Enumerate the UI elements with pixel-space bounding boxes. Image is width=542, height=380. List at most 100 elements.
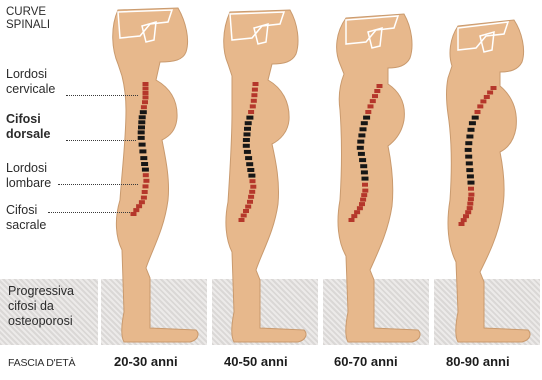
- vertebra: [239, 218, 245, 222]
- vertebra: [139, 149, 146, 153]
- vertebra: [141, 162, 148, 166]
- vertebra: [463, 214, 469, 218]
- vertebra: [362, 177, 369, 181]
- vertebra: [245, 156, 252, 160]
- vertebra: [248, 174, 255, 178]
- vertebra: [461, 218, 467, 222]
- footnote-text: Progressiva cifosi da osteoporosi: [8, 284, 104, 329]
- vertebra: [362, 189, 368, 193]
- diagram-header: CURVE SPINALI: [6, 6, 50, 32]
- vertebra: [357, 146, 364, 150]
- vertebra: [477, 104, 483, 108]
- label-line: cervicale: [6, 82, 55, 97]
- label-lordosi-cervicale: Lordosi cervicale: [6, 67, 55, 97]
- figure-40-50: [224, 10, 306, 342]
- vertebra: [491, 86, 497, 90]
- vertebra: [143, 91, 149, 95]
- vertebra: [466, 168, 473, 172]
- vertebra: [250, 185, 256, 189]
- vertebra: [243, 144, 250, 148]
- vertebra: [250, 104, 256, 108]
- vertebra: [465, 210, 471, 214]
- header-line-2: SPINALI: [6, 19, 50, 32]
- header-line-1: CURVE: [6, 6, 50, 19]
- vertebra: [250, 179, 256, 183]
- vertebra: [370, 99, 376, 103]
- vertebra: [143, 87, 149, 91]
- vertebra: [349, 218, 355, 222]
- vertebra: [357, 140, 364, 144]
- vertebra: [245, 121, 252, 125]
- vertebra: [480, 99, 486, 103]
- vertebra: [244, 150, 251, 154]
- vertebra: [142, 168, 149, 172]
- vertebra: [253, 82, 259, 86]
- label-line: Lordosi: [6, 161, 51, 176]
- label-cifosi-dorsale: Cifosi dorsale: [6, 112, 50, 142]
- vertebra: [143, 82, 149, 86]
- label-line: Cifosi: [6, 203, 46, 218]
- vertebra: [139, 115, 146, 119]
- vertebra: [465, 155, 472, 159]
- leader-line-cervicale: [66, 95, 138, 96]
- footnote-line: cifosi da: [8, 299, 104, 314]
- vertebra: [246, 116, 253, 120]
- vertebra: [468, 193, 474, 197]
- vertebra: [358, 152, 365, 156]
- vertebra: [133, 208, 139, 212]
- figure-80-90: [447, 20, 531, 342]
- vertebra: [465, 141, 472, 145]
- vertebra: [243, 138, 250, 142]
- body-silhouette: [337, 14, 420, 342]
- vertebra: [467, 174, 474, 178]
- vertebra: [247, 200, 253, 204]
- label-line: lombare: [6, 176, 51, 191]
- vertebra: [374, 89, 380, 93]
- label-line: Lordosi: [6, 67, 55, 82]
- vertebra: [459, 222, 465, 226]
- age-group-label: 20-30 anni: [114, 354, 178, 369]
- label-line: sacrale: [6, 218, 46, 233]
- footnote-line: Progressiva: [8, 284, 104, 299]
- vertebra: [465, 148, 472, 152]
- vertebra: [468, 181, 475, 185]
- vertebra: [138, 130, 145, 134]
- figure-20-30: [113, 8, 198, 342]
- vertebra: [251, 99, 257, 103]
- vertebra: [138, 120, 145, 124]
- vertebra: [362, 183, 368, 187]
- vertebra: [143, 184, 149, 188]
- vertebra: [467, 206, 473, 210]
- vertebra: [143, 95, 149, 99]
- vertebra: [361, 170, 368, 174]
- vertebra: [141, 196, 147, 200]
- vertebra: [475, 110, 481, 114]
- vertebra: [359, 202, 365, 206]
- vertebra: [468, 128, 475, 132]
- vertebra: [246, 162, 253, 166]
- vertebra: [244, 132, 251, 136]
- body-silhouette: [224, 10, 306, 342]
- vertebra: [139, 143, 146, 147]
- vertebra: [361, 121, 368, 125]
- vertebra: [251, 93, 257, 97]
- vertebra: [142, 100, 148, 104]
- vertebra: [252, 88, 258, 92]
- leader-line-sacrale: [48, 212, 130, 213]
- vertebra: [354, 210, 360, 214]
- age-group-label: 80-90 anni: [446, 354, 510, 369]
- vertebra: [361, 193, 367, 197]
- vertebra: [140, 110, 147, 114]
- vertebra: [247, 168, 254, 172]
- spines-layer: [131, 82, 497, 226]
- vertebra: [365, 110, 371, 114]
- vertebra: [351, 214, 357, 218]
- leader-line-dorsale: [66, 140, 136, 141]
- age-axis-label: FASCIA D'ETÀ: [8, 357, 75, 369]
- body-silhouette: [113, 8, 198, 342]
- figure-60-70: [337, 14, 420, 342]
- body-silhouette: [447, 20, 531, 342]
- vertebra: [243, 209, 249, 213]
- label-line: dorsale: [6, 127, 50, 142]
